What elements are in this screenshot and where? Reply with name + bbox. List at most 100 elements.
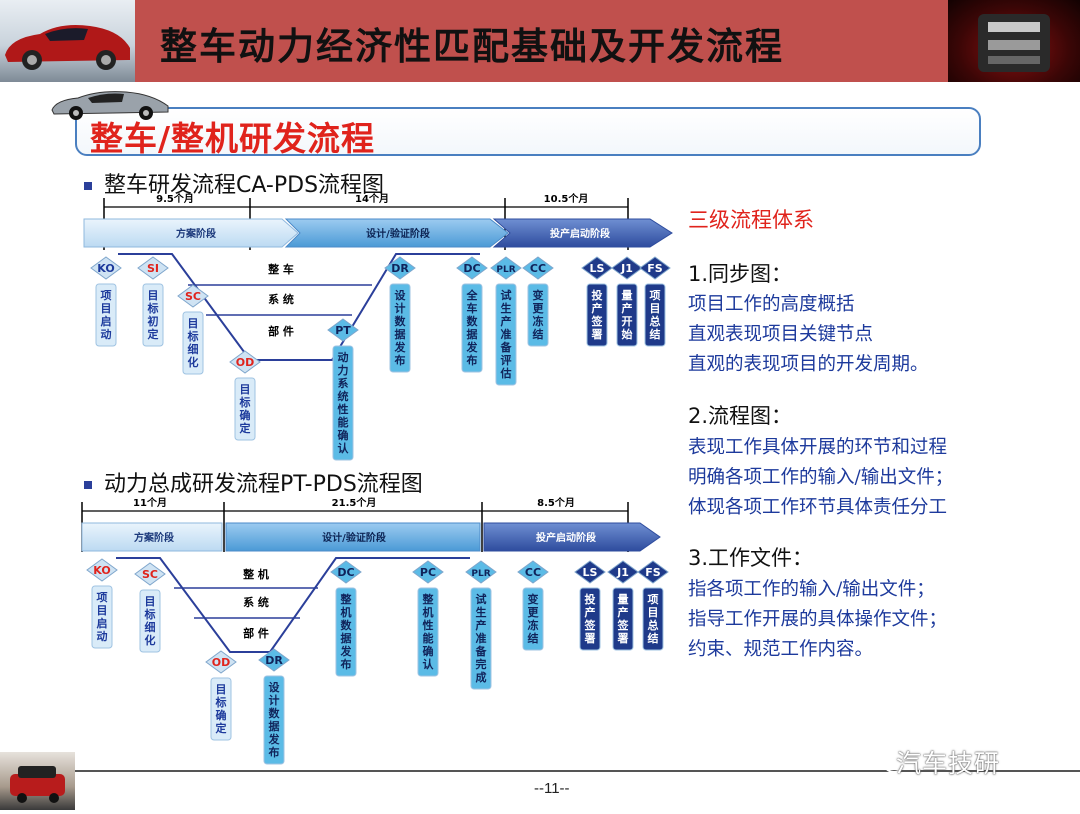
milestone-label-box — [332, 345, 354, 461]
milestone-diamond — [327, 318, 359, 342]
milestone-j1: J1 量产签署 — [607, 560, 639, 651]
milestone-label: 项目启动 — [101, 289, 112, 341]
milestone-code: J1 — [616, 566, 629, 579]
level-label: 部 件 — [268, 324, 294, 338]
powertrain-flow-diagram: 11个月 21.5个月 8.5个月 方案阶段 设计/验证阶段 投产启动阶段 整 … — [81, 496, 669, 765]
duration-label: 11个月 — [133, 496, 167, 509]
milestone-label: 设计数据发布 — [268, 680, 281, 759]
milestone-label-box — [263, 675, 285, 765]
milestone-label-box — [586, 283, 608, 347]
phase-arrow — [284, 218, 509, 248]
milestone-label: 动力系统性能确认 — [338, 350, 350, 455]
milestone-label-box — [417, 587, 439, 677]
milestone-label: 项目启动 — [97, 591, 108, 643]
phase-arrow — [225, 522, 481, 552]
header-engine-image — [948, 0, 1080, 82]
milestone-label-box — [335, 587, 357, 677]
milestone-label-box — [579, 587, 601, 651]
milestone-diamond — [490, 256, 522, 280]
milestone-label: 项目总结 — [649, 289, 661, 341]
milestone-label-box — [612, 587, 634, 651]
milestone-code: SC — [142, 568, 158, 581]
phase-arrow — [83, 218, 299, 248]
milestone-label: 试生产准备评估 — [500, 288, 513, 380]
milestone-code: CC — [530, 262, 546, 275]
bullet-icon — [84, 481, 92, 489]
milestone-code: FS — [645, 566, 661, 579]
section-title: 整车/整机研发流程 — [90, 119, 376, 158]
milestone-label-box — [642, 587, 664, 651]
milestone-label: 目标确定 — [239, 383, 251, 435]
duration-label: 14个月 — [355, 192, 389, 205]
sports-car-icon — [51, 91, 169, 120]
milestone-label-box — [461, 283, 483, 373]
milestone-dr: DR 设计数据发布 — [258, 648, 290, 765]
milestone-label-box — [644, 283, 666, 347]
milestone-diamond — [637, 560, 669, 584]
phase-arrow — [483, 522, 661, 552]
milestone-label-box — [495, 283, 517, 386]
v-curve — [116, 557, 470, 653]
phase-label: 方案阶段 — [134, 531, 174, 544]
right-line: 体现各项工作环节具体责任分工 — [688, 497, 948, 518]
milestone-label: 设计数据发布 — [394, 288, 407, 367]
right-line: 表现工作具体开展的环节和过程 — [688, 437, 948, 458]
milestone-label-box — [139, 589, 161, 653]
milestone-diamond — [607, 560, 639, 584]
duration-label: 8.5个月 — [537, 496, 575, 509]
milestone-diamond — [258, 648, 290, 672]
milestone-sc: SC 目标细化 — [177, 284, 209, 375]
milestone-code: KO — [93, 564, 110, 577]
milestone-diamond — [574, 560, 606, 584]
duration-label: 9.5个月 — [156, 192, 194, 205]
milestone-ko: KO 项目启动 — [90, 256, 122, 347]
powertrain-flow-heading: 动力总成研发流程PT-PDS流程图 — [84, 466, 423, 498]
milestone-ko: KO 项目启动 — [86, 558, 118, 649]
milestone-code: OD — [212, 656, 230, 669]
vehicle-flow-diagram: 9.5个月 14个月 10.5个月 方案阶段 设计/验证阶段 投产启动阶段 整 … — [83, 192, 673, 461]
right-heading: 3.工作文件： — [688, 546, 814, 570]
milestone-label: 目标细化 — [187, 317, 199, 369]
phase-label: 设计/验证阶段 — [322, 531, 386, 544]
right-title: 三级流程体系 — [688, 208, 814, 232]
milestone-diamond — [384, 256, 416, 280]
milestone-code: DC — [337, 566, 354, 579]
milestone-label: 量产签署 — [617, 593, 630, 645]
milestone-fs: FS 项目总结 — [639, 256, 671, 347]
milestone-label-box — [470, 587, 492, 690]
milestone-label: 全车数据发布 — [466, 288, 479, 367]
level-label: 整 车 — [267, 262, 294, 276]
level-label: 整 机 — [242, 567, 269, 581]
wechat-icon — [871, 748, 904, 773]
milestone-code: PC — [420, 566, 436, 579]
milestone-label: 整机数据发布 — [340, 592, 353, 671]
milestone-code: DR — [265, 654, 283, 667]
milestone-label: 变更冻结 — [527, 592, 540, 645]
milestone-code: SC — [185, 290, 201, 303]
right-line: 项目工作的高度概括 — [688, 294, 855, 315]
milestone-label: 投产签署 — [591, 288, 604, 341]
milestone-diamond — [611, 256, 643, 280]
milestone-diamond — [456, 256, 488, 280]
milestone-diamond — [134, 562, 166, 586]
right-line: 指导工作开展的具体操作文件； — [688, 609, 948, 630]
milestone-label-box — [522, 587, 544, 651]
milestone-diamond — [330, 560, 362, 584]
milestone-code: DC — [463, 262, 480, 275]
milestone-diamond — [229, 350, 261, 374]
milestone-diamond — [205, 650, 237, 674]
right-line: 明确各项工作的输入/输出文件； — [688, 467, 954, 488]
milestone-code: FS — [647, 262, 663, 275]
milestone-diamond — [522, 256, 554, 280]
duration-label: 10.5个月 — [544, 192, 589, 205]
milestone-code: KO — [97, 262, 114, 275]
milestone-label-box — [210, 677, 232, 741]
